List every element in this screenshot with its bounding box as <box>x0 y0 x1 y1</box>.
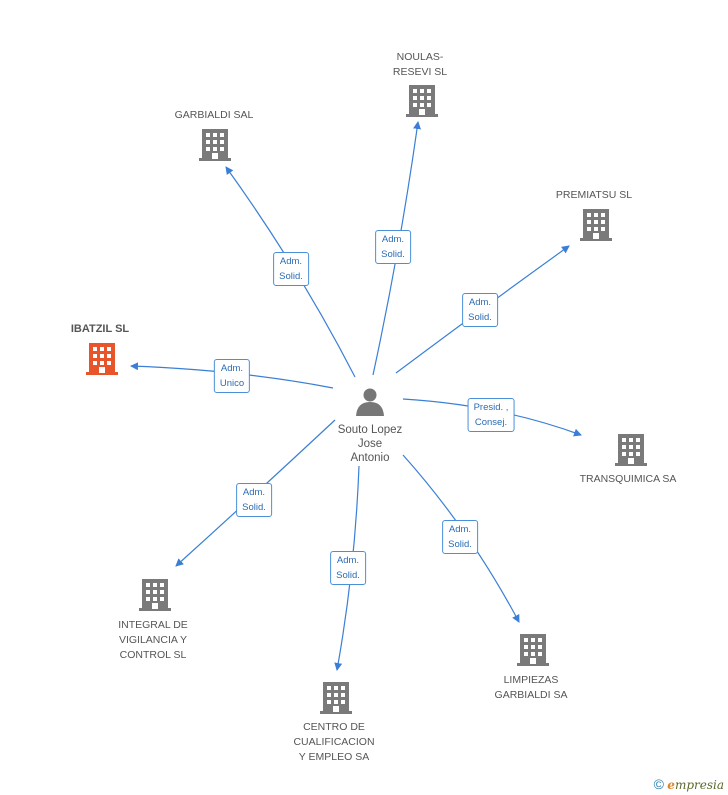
company-label-centro[interactable]: CENTRO DE CUALIFICACION Y EMPLEO SA <box>293 721 375 763</box>
company-label-limpiezas[interactable]: LIMPIEZAS GARBIALDI SA <box>494 674 568 701</box>
edge-label-garbialdi_sal[interactable]: Adm. Solid. <box>273 252 309 286</box>
copyright-icon: © <box>653 776 664 792</box>
edge-label-ibatzil[interactable]: Adm. Unico <box>213 359 251 393</box>
company-label-garbialdi_sal[interactable]: GARBIALDI SAL <box>174 109 254 121</box>
building-icon-garbialdi_sal[interactable] <box>199 129 231 161</box>
company-label-ibatzil[interactable]: IBATZIL SL <box>70 323 130 335</box>
building-icon-transquimica[interactable] <box>615 434 647 466</box>
edge-label-centro[interactable]: Adm. Solid. <box>330 551 366 585</box>
building-icon-ibatzil[interactable] <box>86 343 118 375</box>
edge-label-integral[interactable]: Adm. Solid. <box>236 483 272 517</box>
footer-brand: © empresia <box>654 776 724 792</box>
building-icon-limpiezas[interactable] <box>517 634 549 666</box>
company-label-integral[interactable]: INTEGRAL DE VIGILANCIA Y CONTROL SL <box>118 619 188 661</box>
company-label-noulas[interactable]: NOULAS- RESEVI SL <box>392 51 448 78</box>
person-icon[interactable] <box>356 388 384 417</box>
edge-label-limpiezas[interactable]: Adm. Solid. <box>442 520 478 554</box>
person-label[interactable]: Souto Lopez Jose Antonio <box>337 424 403 464</box>
brand-logo: empresia <box>667 778 724 792</box>
building-icon-noulas[interactable] <box>406 85 438 117</box>
edge-label-noulas[interactable]: Adm. Solid. <box>375 230 411 264</box>
edge-label-premiatsu[interactable]: Adm. Solid. <box>462 293 498 327</box>
company-label-premiatsu[interactable]: PREMIATSU SL <box>555 189 633 201</box>
building-icon-centro[interactable] <box>320 682 352 714</box>
building-icon-premiatsu[interactable] <box>580 209 612 241</box>
building-icon-integral[interactable] <box>139 579 171 611</box>
edge-label-transquimica[interactable]: Presid. , Consej. <box>467 398 515 432</box>
company-label-transquimica[interactable]: TRANSQUIMICA SA <box>579 473 677 485</box>
